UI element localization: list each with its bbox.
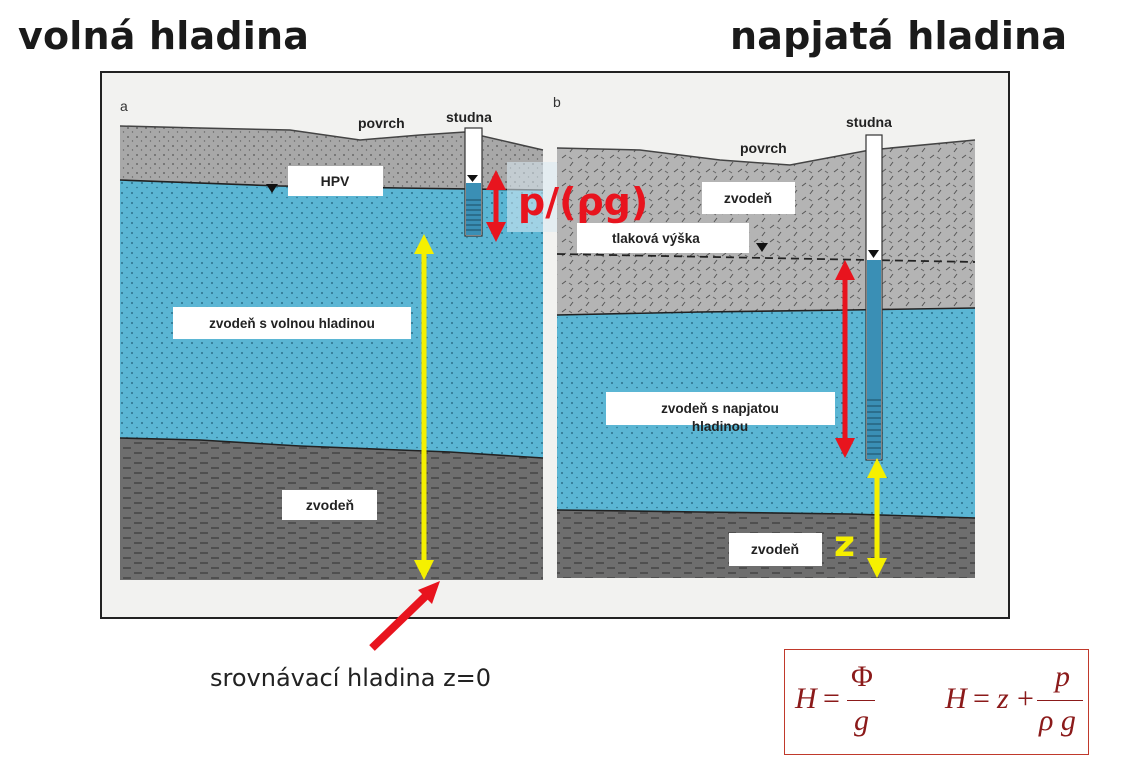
formula-box: H = Φ g H = z + p ρ g (784, 649, 1089, 755)
formula1-equals: = (823, 682, 840, 715)
panel-b-surface-label: povrch (740, 140, 787, 156)
panel-b-well-level-marker (868, 250, 879, 258)
panel-b-well-screen (867, 399, 881, 455)
panel-a-aquitard-box (282, 490, 377, 520)
panel-a-hpv-label: HPV (321, 173, 350, 189)
panel-a-aquifer-box (173, 307, 411, 339)
panel-b-bottom-layer-box (729, 533, 822, 566)
formula1-fraction-bar (847, 700, 875, 701)
formula2-fraction-bar (1037, 700, 1083, 701)
panel-b-top-layer-label: zvodeň (724, 190, 772, 206)
datum-pointer-arrow (369, 587, 435, 651)
panel-a-well-water (466, 183, 481, 235)
formula2-denominator: ρ g (1039, 704, 1076, 737)
formula1-lhs: H (795, 682, 817, 715)
panel-b-aquifer-label-line1: zvodeň s napjatou (661, 401, 779, 416)
formula2-plus: + (1017, 682, 1034, 715)
formula2-z: z (997, 682, 1009, 715)
panel-b-pressure-head-label: tlaková výška (612, 231, 700, 246)
panel-b-surface-line (556, 139, 976, 166)
panel-a-aquitard-label: zvodeň (306, 497, 354, 513)
panel-b-pressure-head-line (556, 253, 976, 263)
formula1-denominator: g (854, 704, 869, 737)
datum-pointer-arrowhead (418, 581, 440, 604)
panel-b-well-water (867, 260, 881, 459)
panel-a-surface-label: povrch (358, 115, 405, 131)
formula2-equals: = (973, 682, 990, 715)
panel-b-top-layer-box (702, 182, 795, 214)
panel-a-letter: a (120, 98, 128, 114)
panel-b-pressure-head-marker (756, 243, 768, 252)
panel-b: b studna povrch zvodeň tlaková výška zvo… (553, 94, 976, 578)
elevation-z-label: z (834, 524, 855, 565)
formula2-numerator: p (1055, 660, 1070, 693)
panel-a-well-level-marker (467, 175, 478, 182)
panel-b-aquifer-label-line2: hladinou (692, 419, 748, 434)
panel-b-bottom-top-line (556, 509, 976, 519)
panel-a-well-label: studna (446, 109, 492, 125)
panel-b-aquifer-top-line (556, 307, 976, 316)
panel-a-water-table-marker (266, 184, 278, 193)
panel-b-aquifer-box (606, 392, 835, 425)
title-free-water-table: volná hladina (18, 14, 310, 58)
panel-a-unsaturated-texture (120, 126, 543, 190)
panel-a-aquifer-label: zvodeň s volnou hladinou (209, 316, 375, 331)
datum-caption: srovnávací hladina z=0 (210, 664, 492, 692)
pressure-head-formula-label: p/(ρg) (518, 180, 648, 224)
panel-b-letter: b (553, 94, 561, 110)
formula2-lhs: H (945, 682, 967, 715)
formula1-numerator: Φ (851, 660, 873, 693)
panel-a-aquitard-top-line (119, 437, 544, 459)
panel-b-pressure-head-box (577, 223, 749, 253)
panel-b-bottom-layer-label: zvodeň (751, 541, 799, 557)
title-confined-water-table: napjatá hladina (730, 14, 1068, 58)
panel-a-hpv-box (288, 166, 383, 196)
panel-a-well-screen (466, 199, 481, 231)
panel-b-well-label: studna (846, 114, 892, 130)
